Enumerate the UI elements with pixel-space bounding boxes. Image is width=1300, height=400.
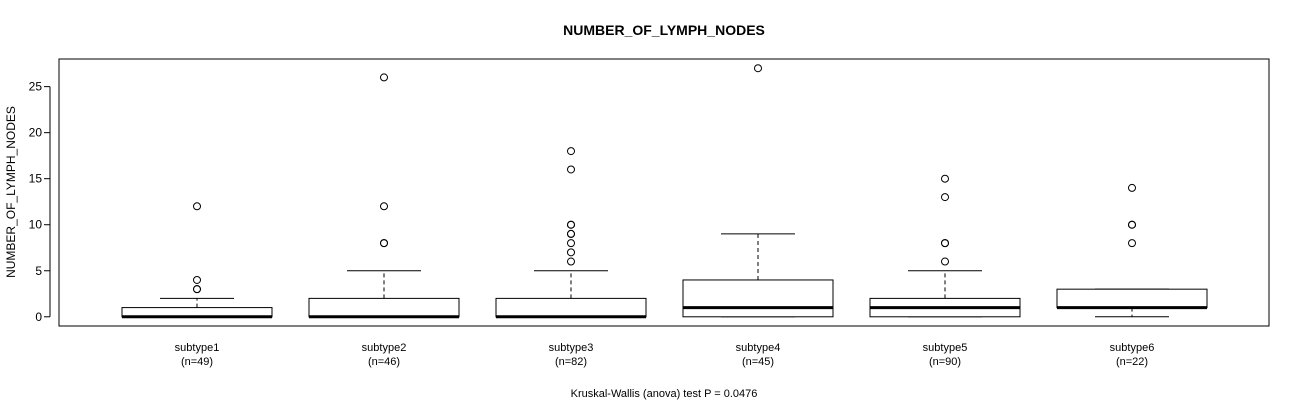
category-count-label: (n=49) [181,356,213,368]
outlier-point [567,248,575,257]
outlier-point [1128,220,1136,229]
category-count-label: (n=45) [742,356,774,368]
outlier-point [1128,239,1136,248]
y-tick-label: 25 [29,80,43,94]
category-count-label: (n=22) [1116,356,1148,368]
category-count-label: (n=46) [368,356,400,368]
outlier-point [567,220,575,229]
outlier-point [380,73,388,82]
chart-title: NUMBER_OF_LYMPH_NODES [563,22,765,38]
kruskal-wallis-note: Kruskal-Wallis (anova) test P = 0.0476 [571,388,758,400]
y-tick-label: 15 [29,172,43,186]
outlier-point [941,193,949,202]
y-axis-label: NUMBER_OF_LYMPH_NODES [4,106,18,278]
iqr-box [495,297,647,318]
box-group-subtype2 [308,73,460,319]
category-count-label: (n=82) [555,356,587,368]
category-label: subtype6 [1110,342,1155,354]
box-group-subtype1 [121,202,273,319]
category-label: subtype2 [362,342,407,354]
outlier-point [193,202,201,211]
y-tick-label: 5 [35,264,42,278]
outlier-point [567,257,575,266]
outlier-point [380,239,388,248]
iqr-box [1056,288,1208,309]
outlier-point [1128,183,1136,192]
outlier-point [941,239,949,248]
outlier-point [193,285,201,294]
box-group-subtype3 [495,147,647,319]
outlier-point [754,64,762,73]
outlier-point [567,239,575,248]
y-tick-label: 10 [29,218,43,232]
iqr-box [308,297,460,318]
y-tick-label: 0 [35,310,42,324]
iqr-box [682,279,834,318]
category-count-label: (n=90) [929,356,961,368]
box-group-subtype6 [1056,183,1208,318]
outlier-point [941,174,949,183]
category-label: subtype5 [923,342,968,354]
plot-frame [58,58,1270,327]
y-axis: 0 5 10 15 20 25 [29,80,51,324]
box-group-subtype5 [869,174,1021,318]
outlier-point [941,257,949,266]
outlier-point [193,275,201,284]
category-label: subtype4 [736,342,781,354]
y-tick-label: 20 [29,126,43,140]
box-group-subtype4 [682,64,834,318]
category-label: subtype3 [549,342,594,354]
outlier-point [567,229,575,238]
outlier-point [567,165,575,174]
outlier-point [567,147,575,156]
category-labels: subtype1 (n=49) subtype2 (n=46) subtype3 (n=8… [175,342,1155,368]
outlier-point [380,202,388,211]
boxes-layer [121,64,1208,319]
category-label: subtype1 [175,342,220,354]
